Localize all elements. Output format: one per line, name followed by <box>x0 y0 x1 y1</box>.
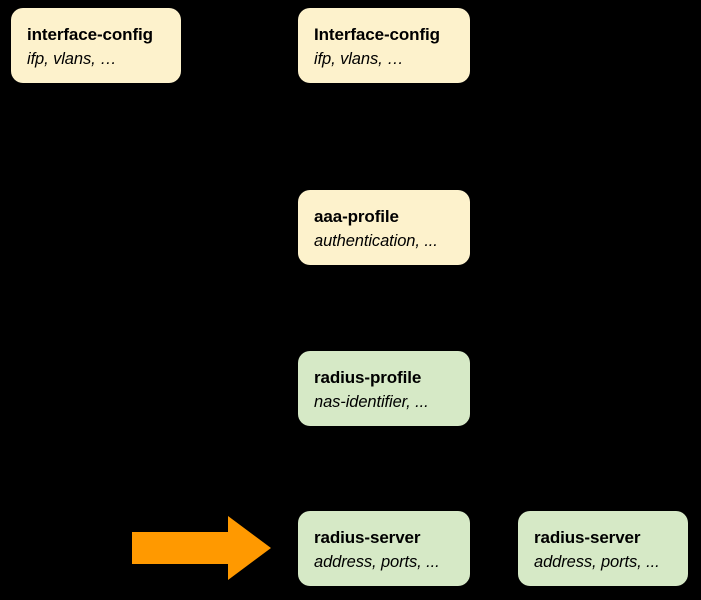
node-radius-server-middle[interactable]: radius-server address, ports, ... <box>298 511 470 586</box>
node-subtitle: authentication, ... <box>314 232 438 250</box>
highlight-arrow <box>132 516 271 580</box>
node-interface-config-left[interactable]: interface-config ifp, vlans, … <box>11 8 181 83</box>
node-title: interface-config <box>27 25 153 44</box>
node-subtitle: nas-identifier, ... <box>314 393 429 411</box>
node-subtitle: address, ports, ... <box>534 553 660 571</box>
node-interface-config-middle[interactable]: Interface-config ifp, vlans, … <box>298 8 470 83</box>
node-title: aaa-profile <box>314 207 399 226</box>
arrow-right-icon <box>132 516 271 580</box>
node-title: radius-profile <box>314 368 422 387</box>
node-title: Interface-config <box>314 25 440 44</box>
node-subtitle: ifp, vlans, … <box>314 50 404 68</box>
node-aaa-profile[interactable]: aaa-profile authentication, ... <box>298 190 470 265</box>
node-title: radius-server <box>314 528 421 547</box>
node-subtitle: ifp, vlans, … <box>27 50 117 68</box>
node-radius-server-right[interactable]: radius-server address, ports, ... <box>518 511 688 586</box>
node-radius-profile[interactable]: radius-profile nas-identifier, ... <box>298 351 470 426</box>
node-title: radius-server <box>534 528 641 547</box>
node-subtitle: address, ports, ... <box>314 553 440 571</box>
